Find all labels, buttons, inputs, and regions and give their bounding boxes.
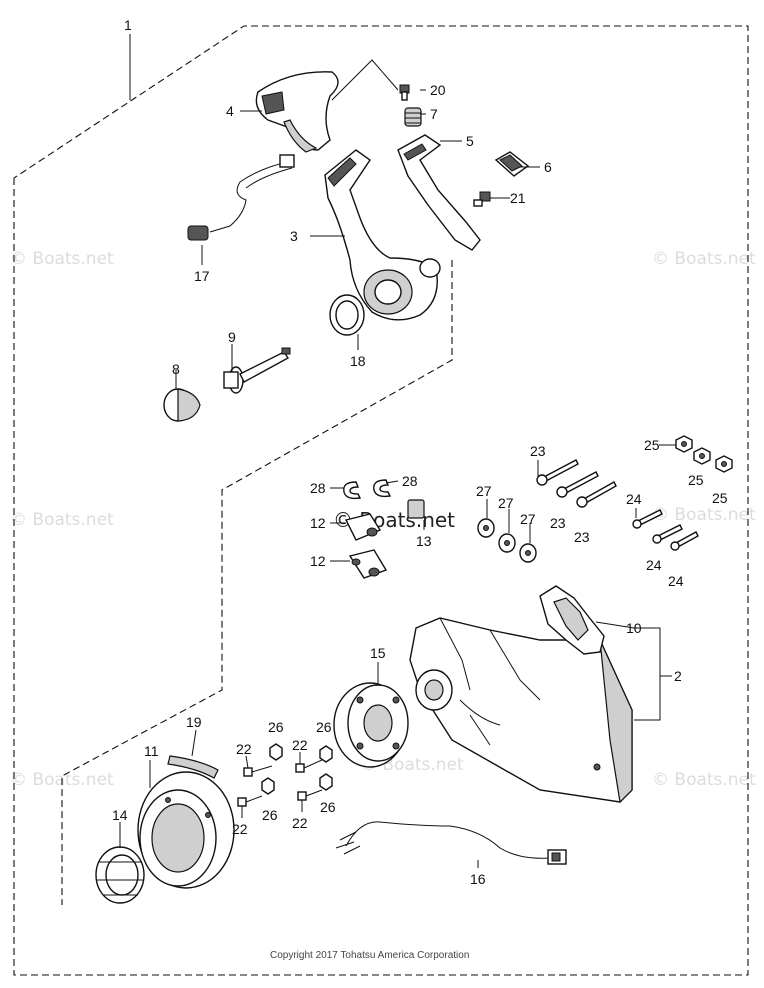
callout-3: 3 bbox=[290, 228, 298, 244]
callout-15: 15 bbox=[370, 645, 386, 661]
callout-22b: 22 bbox=[292, 737, 308, 753]
callouts: 1 2 3 4 5 6 7 8 9 10 11 12 12 13 14 15 1… bbox=[112, 17, 728, 887]
callout-23b: 23 bbox=[550, 515, 566, 531]
callout-1: 1 bbox=[124, 17, 132, 33]
part-18-washer bbox=[329, 294, 365, 336]
watermark-right-top: © Boats.net bbox=[652, 249, 756, 269]
part-6-cap bbox=[494, 151, 530, 177]
part-14-bearing-cage bbox=[95, 846, 145, 904]
callout-24a: 24 bbox=[626, 491, 642, 507]
callout-23a: 23 bbox=[530, 443, 546, 459]
callout-7: 7 bbox=[430, 106, 438, 122]
part-17-switch-harness bbox=[187, 154, 295, 241]
callout-5: 5 bbox=[466, 133, 474, 149]
part-28-clip-left bbox=[343, 481, 362, 500]
callout-11: 11 bbox=[144, 743, 159, 759]
callout-4: 4 bbox=[226, 103, 234, 119]
part-12-block-upper bbox=[344, 513, 382, 541]
part-10-friction-plate bbox=[539, 585, 605, 655]
part-13-pin bbox=[407, 499, 425, 519]
part-23-screws bbox=[536, 459, 617, 508]
callout-14: 14 bbox=[112, 807, 128, 823]
callout-26d: 26 bbox=[320, 799, 336, 815]
part-7-spring bbox=[404, 107, 422, 127]
callout-22a: 22 bbox=[236, 741, 252, 757]
callout-2: 2 bbox=[674, 668, 682, 684]
sub-assembly-boundary bbox=[61, 260, 453, 905]
callout-26c: 26 bbox=[262, 807, 278, 823]
part-3-lever-arm bbox=[324, 149, 441, 321]
watermark-left-top: © Boats.net bbox=[10, 249, 114, 269]
callout-25b: 25 bbox=[688, 472, 704, 488]
callout-27c: 27 bbox=[520, 511, 536, 527]
callout-26a: 26 bbox=[268, 719, 284, 735]
callout-19: 19 bbox=[186, 714, 202, 730]
watermark-right-mid: © Boats.net bbox=[652, 505, 756, 525]
callout-20: 20 bbox=[430, 82, 446, 98]
copyright-notice: Copyright 2017 Tohatsu America Corporati… bbox=[270, 950, 469, 961]
callout-8: 8 bbox=[172, 361, 180, 377]
part-11-drum bbox=[137, 771, 235, 889]
callout-26b: 26 bbox=[316, 719, 332, 735]
callout-13: 13 bbox=[416, 533, 432, 549]
part-27-washers bbox=[477, 518, 537, 563]
callout-17: 17 bbox=[194, 268, 210, 284]
part-24-screws bbox=[632, 509, 699, 551]
callout-9: 9 bbox=[228, 329, 236, 345]
callout-24b: 24 bbox=[646, 557, 662, 573]
part-5-lock-lever bbox=[397, 134, 481, 251]
part-26-nuts bbox=[261, 743, 333, 795]
callout-24c: 24 bbox=[668, 573, 684, 589]
part-19-band bbox=[167, 755, 219, 779]
leader-lines bbox=[119, 34, 676, 868]
callout-25a: 25 bbox=[644, 437, 660, 453]
callout-22c: 22 bbox=[232, 821, 248, 837]
callout-21: 21 bbox=[510, 190, 526, 206]
callout-16: 16 bbox=[470, 871, 486, 887]
part-9-shaft bbox=[223, 347, 291, 394]
watermark-left-mid: © Boats.net bbox=[10, 510, 114, 530]
part-12-block-lower bbox=[348, 549, 388, 579]
part-16-wire-harness bbox=[335, 821, 567, 865]
assembly-frame bbox=[13, 25, 749, 976]
callout-10: 10 bbox=[626, 620, 642, 636]
callout-27b: 27 bbox=[498, 495, 514, 511]
callout-28b: 28 bbox=[402, 473, 418, 489]
callout-6: 6 bbox=[544, 159, 552, 175]
part-25-nuts bbox=[675, 435, 733, 473]
part-4-handle-grip bbox=[255, 71, 339, 153]
callout-22d: 22 bbox=[292, 815, 308, 831]
callout-28a: 28 bbox=[310, 480, 326, 496]
part-21-screw bbox=[473, 191, 491, 207]
part-8-knob-cap bbox=[163, 388, 201, 422]
part-28-clip-right bbox=[373, 479, 392, 498]
watermark-right-bottom: © Boats.net bbox=[652, 770, 756, 790]
part-22-screws bbox=[237, 759, 323, 807]
callout-23c: 23 bbox=[574, 529, 590, 545]
callout-12b: 12 bbox=[310, 553, 326, 569]
part-20-screw bbox=[399, 84, 410, 101]
callout-25c: 25 bbox=[712, 490, 728, 506]
callout-18: 18 bbox=[350, 353, 366, 369]
part-2-control-case bbox=[409, 617, 633, 804]
callout-12a: 12 bbox=[310, 515, 326, 531]
callout-27a: 27 bbox=[476, 483, 492, 499]
